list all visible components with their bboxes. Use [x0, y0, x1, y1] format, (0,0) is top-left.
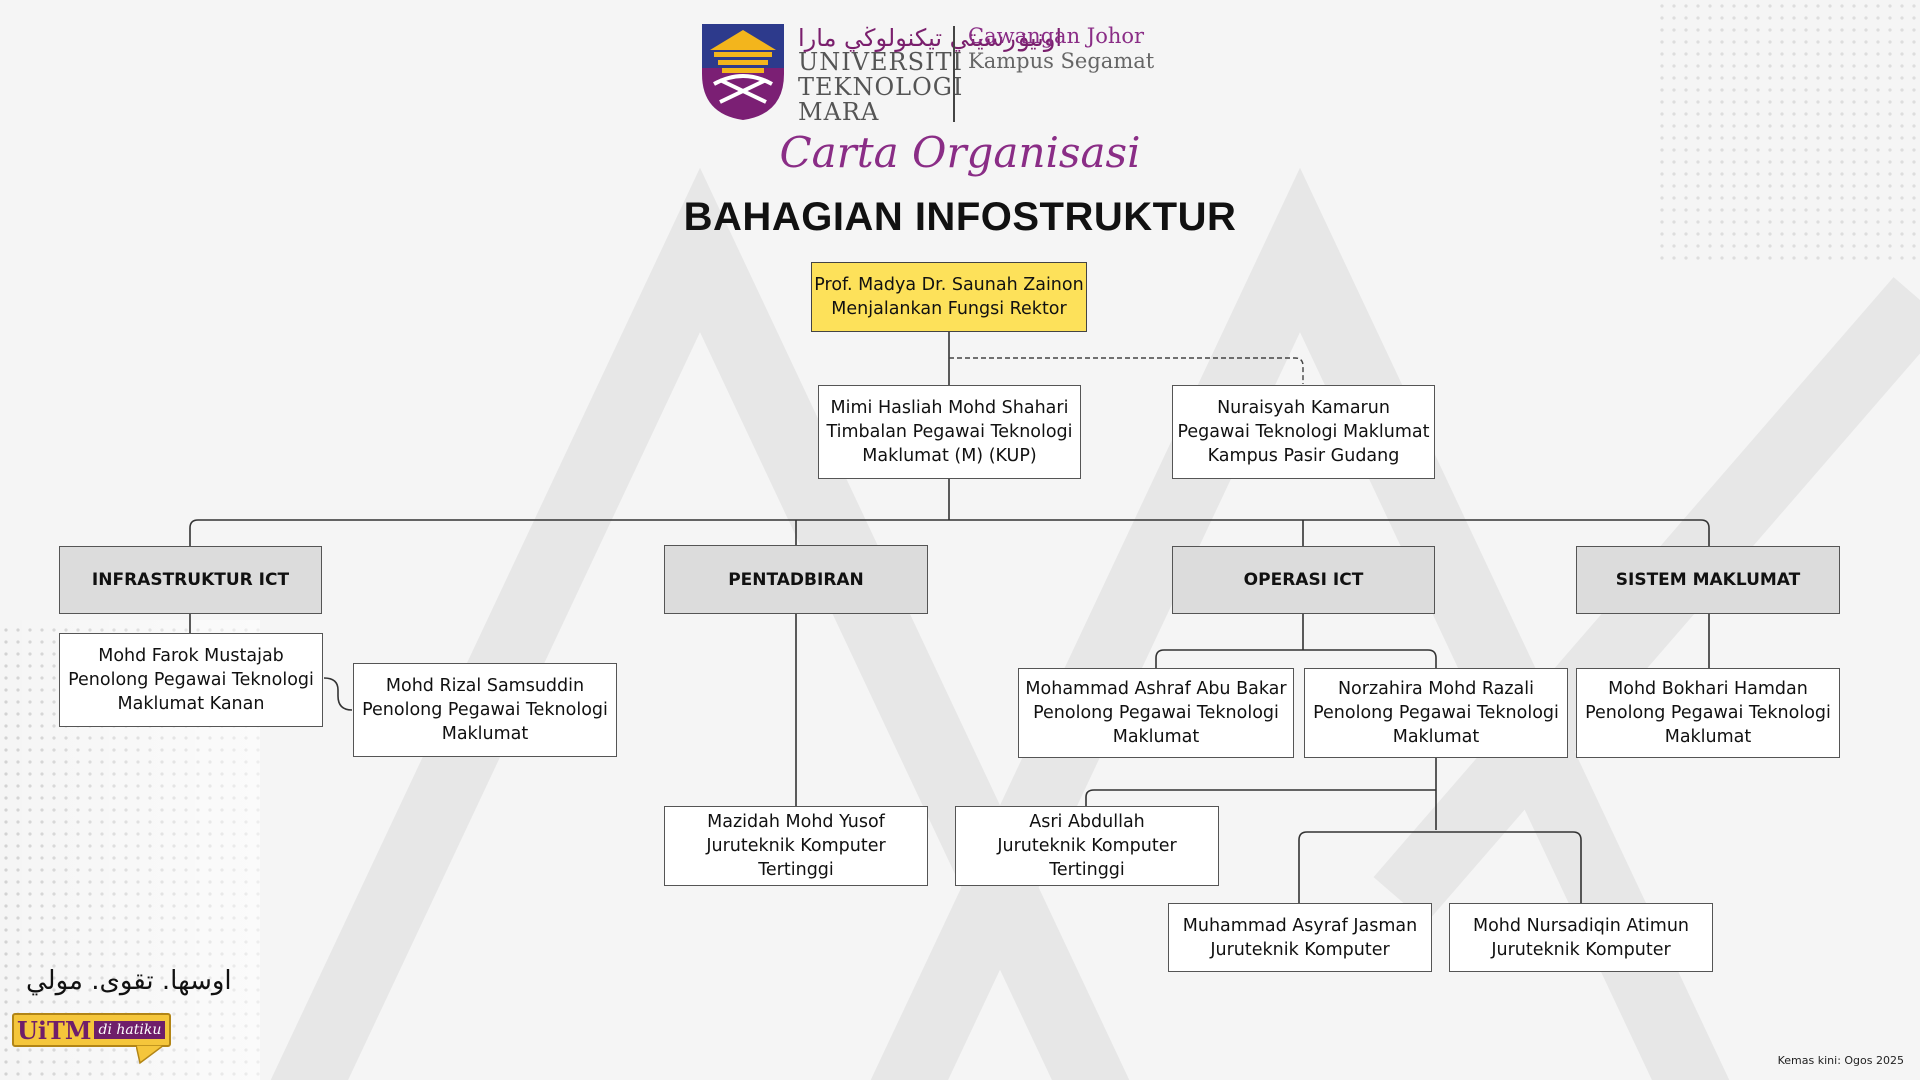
- node-role: Timbalan Pegawai Teknologi: [826, 422, 1073, 442]
- node-role: Kampus Pasir Gudang: [1207, 446, 1400, 466]
- org-node-pasir-gudang: Nuraisyah Kamarun Pegawai Teknologi Makl…: [1172, 385, 1435, 479]
- node-role: Maklumat (M) (KUP): [862, 446, 1037, 466]
- node-name: Mohd Rizal Samsuddin: [385, 676, 585, 696]
- node-role: Penolong Pegawai Teknologi: [1033, 703, 1279, 723]
- node-name: Mohammad Ashraf Abu Bakar: [1025, 679, 1287, 699]
- org-node-asyraf: Muhammad Asyraf Jasman Juruteknik Komput…: [1168, 903, 1432, 972]
- node-role: Penolong Pegawai Teknologi: [1313, 703, 1559, 723]
- org-node-asri: Asri Abdullah Juruteknik Komputer Tertin…: [955, 806, 1219, 886]
- motto-arabic: اوسها. تقوى. مولي: [26, 966, 232, 996]
- dept-label: INFRASTRUKTUR ICT: [91, 570, 290, 590]
- node-role: Juruteknik Komputer: [706, 836, 886, 856]
- org-node-ashraf: Mohammad Ashraf Abu Bakar Penolong Pegaw…: [1018, 668, 1294, 758]
- node-name: Nuraisyah Kamarun: [1217, 398, 1390, 418]
- dept-label: OPERASI ICT: [1243, 570, 1364, 590]
- university-arabic-name: اونيۏرسيتي تيكنولوڬي مارا: [798, 24, 1063, 52]
- uitm-di-hatiku-badge: UiTM di hatiku: [12, 1013, 172, 1047]
- badge-tail-icon: [136, 1045, 166, 1065]
- org-node-nursadiqin: Mohd Nursadiqin Atimun Juruteknik Komput…: [1449, 903, 1713, 972]
- node-role: Pegawai Teknologi Maklumat: [1177, 422, 1430, 442]
- node-name: Mohd Farok Mustajab: [98, 646, 284, 666]
- org-node-norzahira: Norzahira Mohd Razali Penolong Pegawai T…: [1304, 668, 1568, 758]
- node-name: Mazidah Mohd Yusof: [707, 812, 885, 832]
- node-role: Maklumat: [1664, 727, 1752, 747]
- dept-label: SISTEM MAKLUMAT: [1615, 570, 1801, 590]
- university-logo: اونيۏرسيتي تيكنولوڬي مارا UNIVERSITI TEK…: [700, 22, 1160, 126]
- org-node-mazidah: Mazidah Mohd Yusof Juruteknik Komputer T…: [664, 806, 928, 886]
- campus-name: Cawangan Johor Kampus Segamat: [968, 24, 1154, 74]
- node-role: Maklumat: [1112, 727, 1200, 747]
- badge-script-text: di hatiku: [94, 1021, 166, 1039]
- badge-main-text: UiTM: [17, 1015, 92, 1045]
- node-role: Penolong Pegawai Teknologi: [68, 670, 314, 690]
- node-name: Mohd Bokhari Hamdan: [1608, 679, 1808, 699]
- dept-operasi-ict: OPERASI ICT: [1172, 546, 1435, 614]
- node-role: Tertinggi: [1049, 860, 1125, 880]
- node-role: Juruteknik Komputer: [997, 836, 1177, 856]
- chart-subtitle: Carta Organisasi: [779, 128, 1141, 177]
- node-name: Mimi Hasliah Mohd Shahari: [830, 398, 1069, 418]
- uitm-crest-icon: [702, 24, 784, 120]
- university-name-line: MARA: [798, 98, 880, 126]
- node-role: Menjalankan Fungsi Rektor: [831, 299, 1067, 319]
- page-title: BAHAGIAN INFOSTRUKTUR: [683, 195, 1237, 239]
- node-role: Juruteknik Komputer: [1491, 939, 1671, 960]
- org-node-farok: Mohd Farok Mustajab Penolong Pegawai Tek…: [59, 633, 323, 727]
- university-name-line: UNIVERSITI: [798, 48, 964, 76]
- campus-branch: Cawangan Johor: [968, 24, 1145, 48]
- node-name: Prof. Madya Dr. Saunah Zainon: [814, 275, 1084, 295]
- node-role: Maklumat Kanan: [117, 694, 265, 714]
- node-name: Asri Abdullah: [1029, 812, 1145, 832]
- node-name: Norzahira Mohd Razali: [1337, 679, 1535, 699]
- org-node-deputy: Mimi Hasliah Mohd Shahari Timbalan Pegaw…: [818, 385, 1081, 479]
- org-node-bokhari: Mohd Bokhari Hamdan Penolong Pegawai Tek…: [1576, 668, 1840, 758]
- university-name-line: TEKNOLOGI: [798, 73, 964, 101]
- dept-label: PENTADBIRAN: [728, 569, 864, 590]
- dept-pentadbiran: PENTADBIRAN: [664, 545, 928, 614]
- node-role: Penolong Pegawai Teknologi: [362, 700, 608, 720]
- node-role: Juruteknik Komputer: [1210, 939, 1390, 960]
- node-name: Mohd Nursadiqin Atimun: [1473, 915, 1689, 936]
- node-role: Maklumat: [441, 724, 529, 744]
- dept-infrastruktur-ict: INFRASTRUKTUR ICT: [59, 546, 322, 614]
- dept-sistem-maklumat: SISTEM MAKLUMAT: [1576, 546, 1840, 614]
- org-node-head: Prof. Madya Dr. Saunah Zainon Menjalanka…: [811, 262, 1087, 332]
- node-role: Maklumat: [1392, 727, 1480, 747]
- org-node-rizal: Mohd Rizal Samsuddin Penolong Pegawai Te…: [353, 663, 617, 757]
- last-updated-text: Kemas kini: Ogos 2025: [1777, 1054, 1904, 1067]
- node-role: Penolong Pegawai Teknologi: [1585, 703, 1831, 723]
- university-name: UNIVERSITI TEKNOLOGI MARA: [798, 50, 963, 125]
- logo-divider: [953, 26, 955, 122]
- node-name: Muhammad Asyraf Jasman: [1182, 915, 1418, 936]
- campus-location: Kampus Segamat: [968, 49, 1155, 73]
- node-role: Tertinggi: [758, 860, 834, 880]
